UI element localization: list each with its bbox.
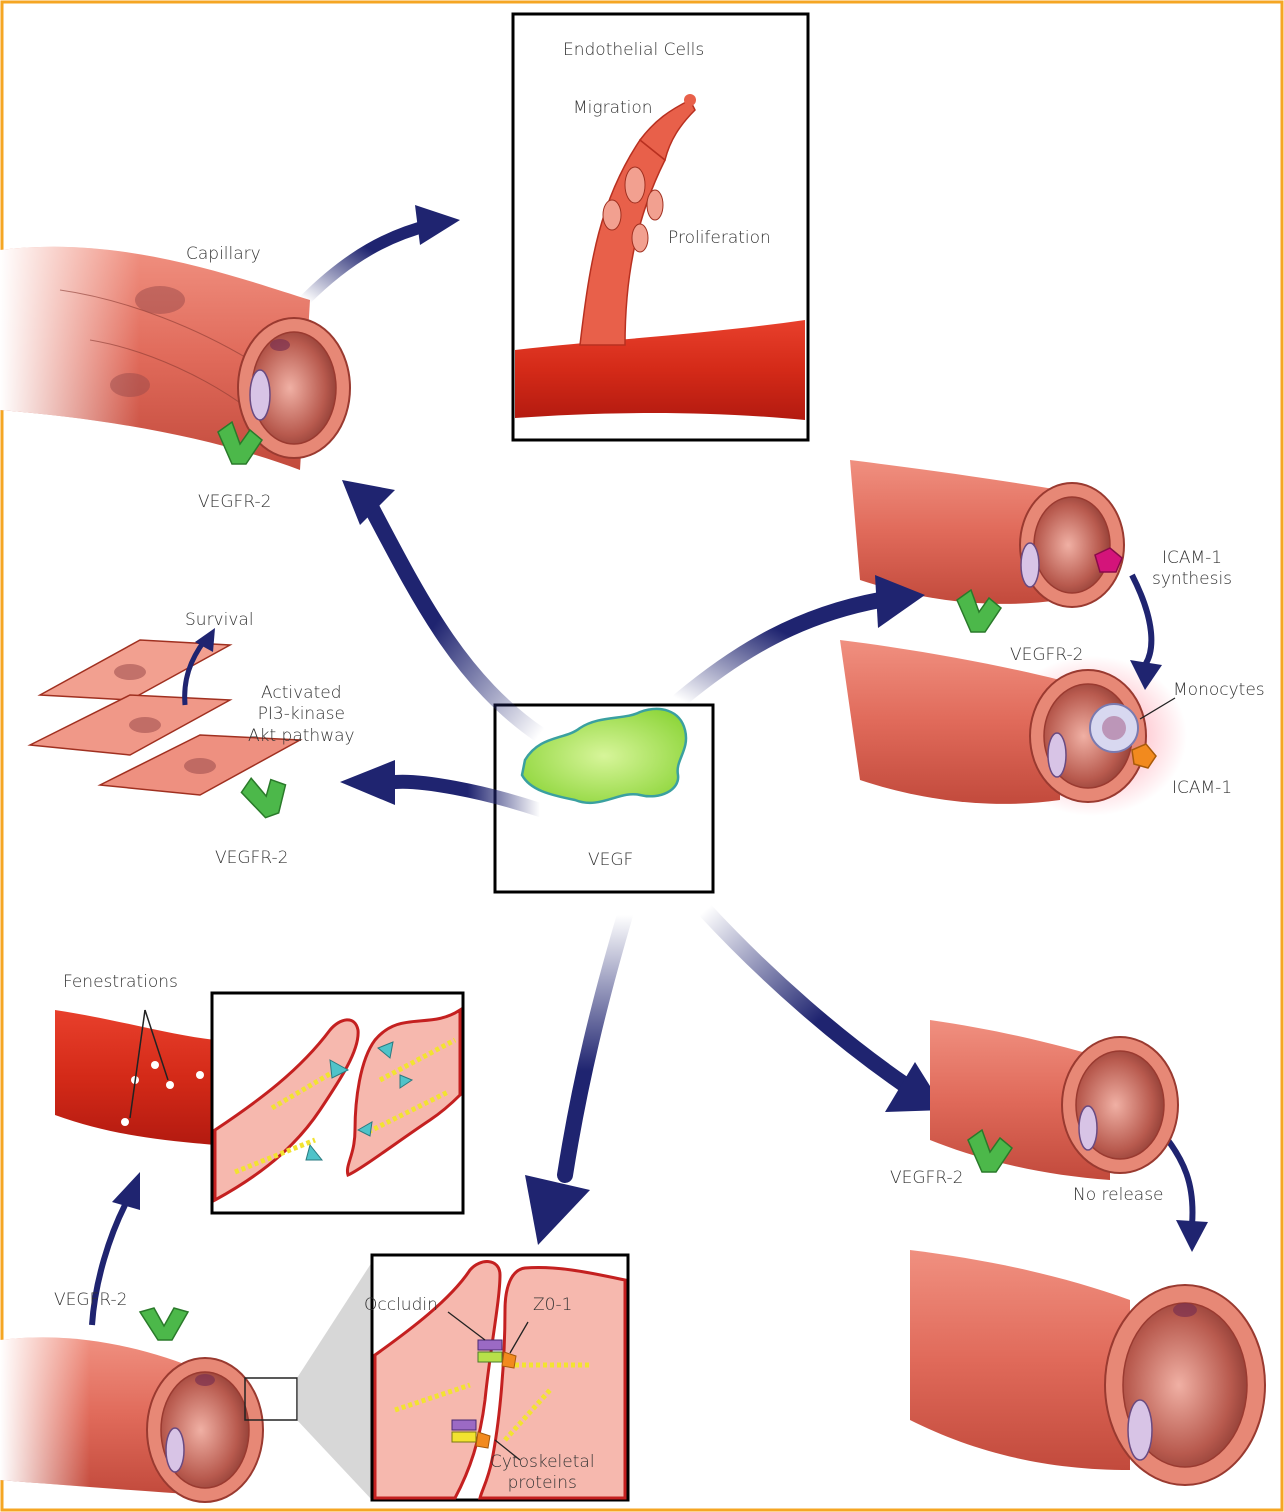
label-no-release: No release	[1073, 1185, 1164, 1206]
label-occludin: Occludin	[364, 1295, 438, 1316]
label-icam1-synthesis: ICAM-1 synthesis	[1152, 548, 1232, 591]
zoom-projection	[297, 1262, 372, 1500]
label-migration: Migration	[573, 98, 653, 119]
arrow-icam-to-monocytes	[1132, 575, 1151, 665]
vessel-no-release-bottom	[910, 1250, 1265, 1485]
label-activated-line2: PI3-kinase	[248, 704, 355, 725]
label-icam1-synthesis-line1: ICAM-1	[1152, 548, 1232, 569]
label-icam1-synthesis-line2: synthesis	[1152, 569, 1232, 590]
arrow-to-capillary	[370, 505, 540, 735]
label-vegfr2-mid-left: VEGFR-2	[215, 848, 288, 869]
label-vegfr2-bottom-left: VEGFR-2	[54, 1290, 127, 1311]
label-capillary: Capillary	[186, 244, 261, 265]
label-cytoskeletal-line1: Cytoskeletal	[490, 1452, 595, 1473]
label-proliferation: Proliferation	[668, 228, 771, 249]
label-vegfr2-top-right: VEGFR-2	[1010, 645, 1083, 666]
label-vegfr2-bottom-right: VEGFR-2	[890, 1168, 963, 1189]
label-fenestrations: Fenestrations	[63, 972, 178, 993]
label-zo1: Z0-1	[533, 1295, 572, 1316]
occludin-top	[478, 1340, 502, 1350]
label-vegf: VEGF	[588, 850, 633, 871]
label-activated-line1: Activated	[248, 683, 355, 704]
label-activated-pathway: Activated PI3-kinase Akt pathway	[248, 683, 355, 747]
vessel-bottom-left	[0, 1337, 263, 1502]
arrow-to-no-release	[705, 910, 905, 1085]
vessel-no-release-top	[930, 1020, 1178, 1180]
vegfr2-receptor-mid-left	[238, 768, 294, 823]
vegfr2-receptor-bottom-left	[140, 1308, 188, 1340]
occludin-bottom	[452, 1420, 476, 1430]
label-monocytes: Monocytes	[1173, 680, 1265, 701]
label-vegfr2-top-left: VEGFR-2	[198, 492, 271, 513]
capillary-top-left	[0, 247, 350, 470]
arrow-to-permeability	[565, 915, 625, 1175]
label-activated-line3: Akt pathway	[248, 726, 355, 747]
label-survival: Survival	[185, 610, 254, 631]
label-cytoskeletal-proteins: Cytoskeletal proteins	[490, 1452, 595, 1495]
label-cytoskeletal-line2: proteins	[490, 1473, 595, 1494]
label-endothelial-cells: Endothelial Cells	[563, 40, 704, 61]
arrow-to-endothelial	[305, 225, 430, 300]
label-icam1: ICAM-1	[1172, 778, 1232, 799]
